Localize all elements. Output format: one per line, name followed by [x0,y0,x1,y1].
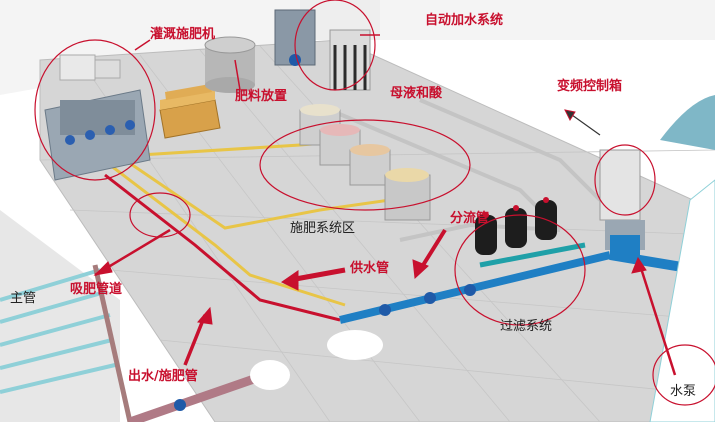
pool-wall [649,179,715,422]
mother-liquor-tanks [299,104,431,221]
label-water-pump: 水泵 [670,384,696,399]
ellipse-mother-liquor [259,119,471,211]
water-pool [660,95,715,150]
vfd-cabinet-and-pump [599,149,645,255]
ellipse-fertigation-machine [34,39,156,181]
label-supply-pipe: 供水管 [349,260,389,276]
label-mother-liquor-acid: 母液和酸 [390,85,443,101]
label-outlet-pipe: 出水/施肥管 [128,368,198,384]
label-auto-water-system: 自动加水系统 [425,12,503,28]
ellipse-filter [454,214,586,326]
ellipse-pump [652,344,715,406]
label-main-pipe: 主管 [10,291,36,306]
water-tank [204,36,256,93]
label-suction-pipe: 吸肥管道 [70,281,122,297]
floor-grid [39,45,715,422]
label-fertigation-machine: 灌溉施肥机 [150,26,215,42]
main-pipe-header [92,264,133,422]
ellipse-vfd [594,144,656,216]
label-vfd-cabinet: 变频控制箱 [557,78,622,94]
label-branch-pipe: 分流管 [450,210,489,226]
main-pipes [0,268,116,394]
annotation-arrows [93,34,677,376]
back-wall [0,0,715,95]
watermark-blur [250,360,290,390]
watermark-blur-2 [327,330,383,360]
label-fertilizer-storage: 肥料放置 [235,88,287,104]
auto-water-equipment [274,9,371,91]
outlet-valve [174,399,186,411]
label-filter-system: 过滤系统 [500,319,552,334]
ellipse-auto-water [294,0,376,91]
label-fertilizer-area: 施肥系统区 [290,221,355,236]
fertigation-machine [44,54,151,181]
fertilizer-bags [159,84,221,139]
